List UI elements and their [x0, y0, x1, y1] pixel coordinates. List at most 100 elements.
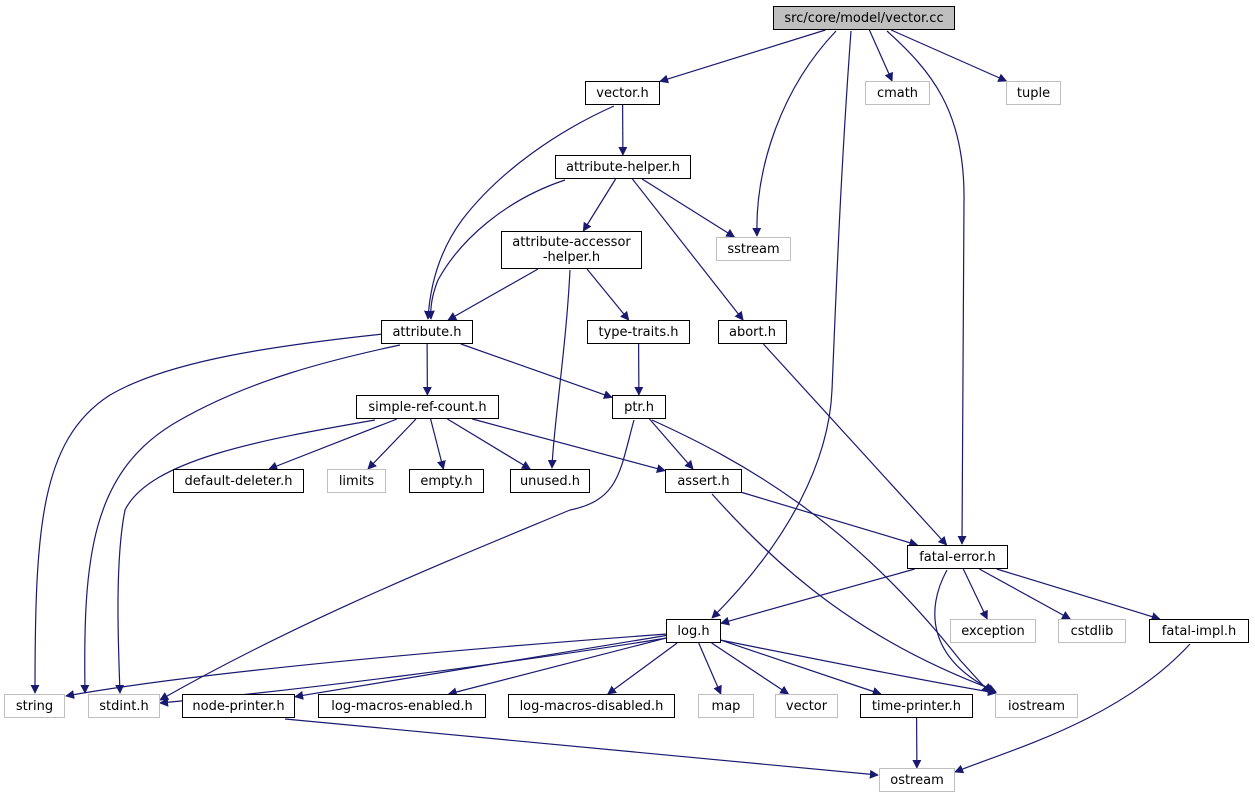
edge-abort-h-to-fatal-error-h	[762, 343, 948, 546]
node-ptr-h[interactable]: ptr.h	[612, 395, 666, 419]
node-unused-h[interactable]: unused.h	[510, 469, 590, 493]
node-cstdlib: cstdlib	[1058, 619, 1126, 643]
node-fatal-impl-h[interactable]: fatal-impl.h	[1149, 619, 1249, 643]
node-label: log.h	[677, 623, 710, 639]
node-attribute-helper-h[interactable]: attribute-helper.h	[555, 155, 691, 179]
edge-fatal-error-h-to-log-h	[720, 568, 915, 626]
node-vector: vector	[775, 694, 838, 718]
node-label: time-printer.h	[871, 698, 962, 714]
node-abort-h[interactable]: abort.h	[718, 320, 787, 344]
node-label: default-deleter.h	[184, 473, 293, 489]
edge-ptr-h-to-iostream	[651, 419, 991, 694]
node-label: log-macros-disabled.h	[519, 698, 664, 714]
node-ostream: ostream	[879, 768, 955, 792]
edge-attribute-helper-h-to-attribute-accessor-helper-h	[582, 178, 617, 232]
node-attribute-accessor-helper-h[interactable]: attribute-accessor -helper.h	[501, 231, 642, 269]
edge-attribute-h-to-ptr-h	[460, 343, 613, 399]
node-label: empty.h	[420, 473, 473, 489]
node-fatal-error-h[interactable]: fatal-error.h	[907, 545, 1008, 569]
node-label: fatal-error.h	[919, 549, 996, 565]
node-label: fatal-impl.h	[1161, 623, 1237, 639]
node-label: map	[711, 698, 741, 714]
edge-ptr-h-to-stdint-h	[159, 419, 635, 701]
edge-log-h-to-log-macros-enabled-h	[447, 637, 667, 697]
node-log-macros-enabled-h[interactable]: log-macros-enabled.h	[318, 694, 486, 718]
edge-log-h-to-map	[698, 642, 722, 695]
node-label: abort.h	[729, 324, 776, 340]
node-label: type-traits.h	[598, 324, 679, 340]
edge-fatal-error-h-to-iostream	[934, 569, 997, 693]
node-iostream: iostream	[995, 694, 1078, 718]
edge-log-h-to-node-printer-h	[294, 634, 667, 700]
node-vector-cc[interactable]: src/core/model/vector.cc	[773, 6, 955, 30]
node-label: exception	[961, 623, 1025, 639]
edge-assert-h-to-iostream	[711, 493, 995, 692]
edge-fatal-error-h-to-exception	[962, 568, 988, 620]
node-label: tuple	[1016, 85, 1051, 101]
node-label: attribute-helper.h	[565, 159, 681, 175]
node-label: cmath	[876, 85, 919, 101]
edge-attribute-accessor-helper-h-to-attribute-h	[447, 268, 539, 321]
node-label: vector.h	[596, 85, 649, 101]
edge-attribute-h-to-string	[30, 333, 384, 694]
node-map: map	[698, 694, 754, 718]
node-label: simple-ref-count.h	[368, 399, 487, 415]
edge-simple-ref-count-h-to-stdint-h	[115, 419, 376, 694]
edge-attribute-helper-h-to-sstream	[641, 178, 736, 238]
edge-attribute-accessor-helper-h-to-type-traits-h	[586, 268, 630, 321]
node-label: attribute-accessor -helper.h	[512, 235, 631, 265]
node-label: assert.h	[677, 473, 730, 489]
edge-attribute-helper-h-to-attribute-h	[425, 179, 566, 320]
node-log-macros-disabled-h[interactable]: log-macros-disabled.h	[508, 694, 675, 718]
node-time-printer-h[interactable]: time-printer.h	[860, 694, 973, 718]
edge-simple-ref-count-h-to-limits	[367, 418, 417, 470]
node-assert-h[interactable]: assert.h	[665, 469, 742, 493]
node-label: sstream	[727, 241, 780, 257]
node-exception: exception	[950, 619, 1036, 643]
node-label: attribute.h	[392, 324, 462, 340]
edge-vector-cc-to-tuple	[890, 29, 1008, 82]
node-tuple: tuple	[1006, 81, 1061, 105]
edge-simple-ref-count-h-to-unused-h	[447, 418, 531, 470]
node-label: ptr.h	[624, 399, 654, 415]
node-type-traits-h[interactable]: type-traits.h	[587, 320, 690, 344]
node-vector-h[interactable]: vector.h	[585, 81, 660, 105]
node-simple-ref-count-h[interactable]: simple-ref-count.h	[356, 395, 499, 419]
edge-vector-h-to-attribute-h	[423, 105, 615, 320]
node-label: string	[15, 698, 54, 714]
node-label: stdint.h	[99, 698, 149, 714]
edge-vector-cc-to-vector-h	[659, 29, 826, 84]
edge-log-h-to-vector	[711, 642, 790, 695]
edge-attribute-h-to-stdint-h	[80, 344, 401, 694]
node-label: cstdlib	[1070, 623, 1114, 639]
node-log-h[interactable]: log.h	[666, 619, 721, 643]
edge-vector-cc-to-fatal-error-h	[886, 30, 967, 545]
edge-assert-h-to-fatal-error-h	[741, 491, 919, 547]
node-label: log-macros-enabled.h	[331, 698, 473, 714]
edge-ptr-h-to-assert-h	[649, 418, 694, 470]
edge-simple-ref-count-h-to-default-deleter-h	[268, 418, 398, 471]
edge-vector-cc-to-log-h	[711, 30, 852, 619]
edge-attribute-helper-h-to-abort-h	[631, 178, 744, 321]
node-node-printer-h[interactable]: node-printer.h	[182, 694, 295, 718]
node-empty-h[interactable]: empty.h	[409, 469, 484, 493]
edge-log-h-to-iostream	[719, 639, 997, 697]
node-default-deleter-h[interactable]: default-deleter.h	[173, 469, 304, 493]
node-label: node-printer.h	[192, 698, 285, 714]
edge-fatal-error-h-to-cstdlib	[979, 568, 1071, 620]
edge-log-h-to-time-printer-h	[720, 639, 882, 696]
edge-simple-ref-count-h-to-assert-h	[472, 418, 666, 473]
node-label: iostream	[1007, 698, 1066, 714]
node-stdint-h: stdint.h	[88, 694, 160, 718]
edge-simple-ref-count-h-to-empty-h	[430, 418, 446, 470]
edge-fatal-error-h-to-fatal-impl-h	[996, 568, 1161, 621]
node-label: ostream	[890, 772, 944, 788]
edge-attribute-accessor-helper-h-to-unused-h	[547, 269, 571, 469]
node-string: string	[4, 694, 65, 718]
node-label: vector	[785, 698, 828, 714]
node-attribute-h[interactable]: attribute.h	[381, 320, 473, 344]
edge-vector-cc-to-cmath	[868, 29, 893, 82]
edge-log-h-to-string	[65, 633, 668, 700]
edge-vector-cc-to-sstream	[752, 30, 837, 237]
